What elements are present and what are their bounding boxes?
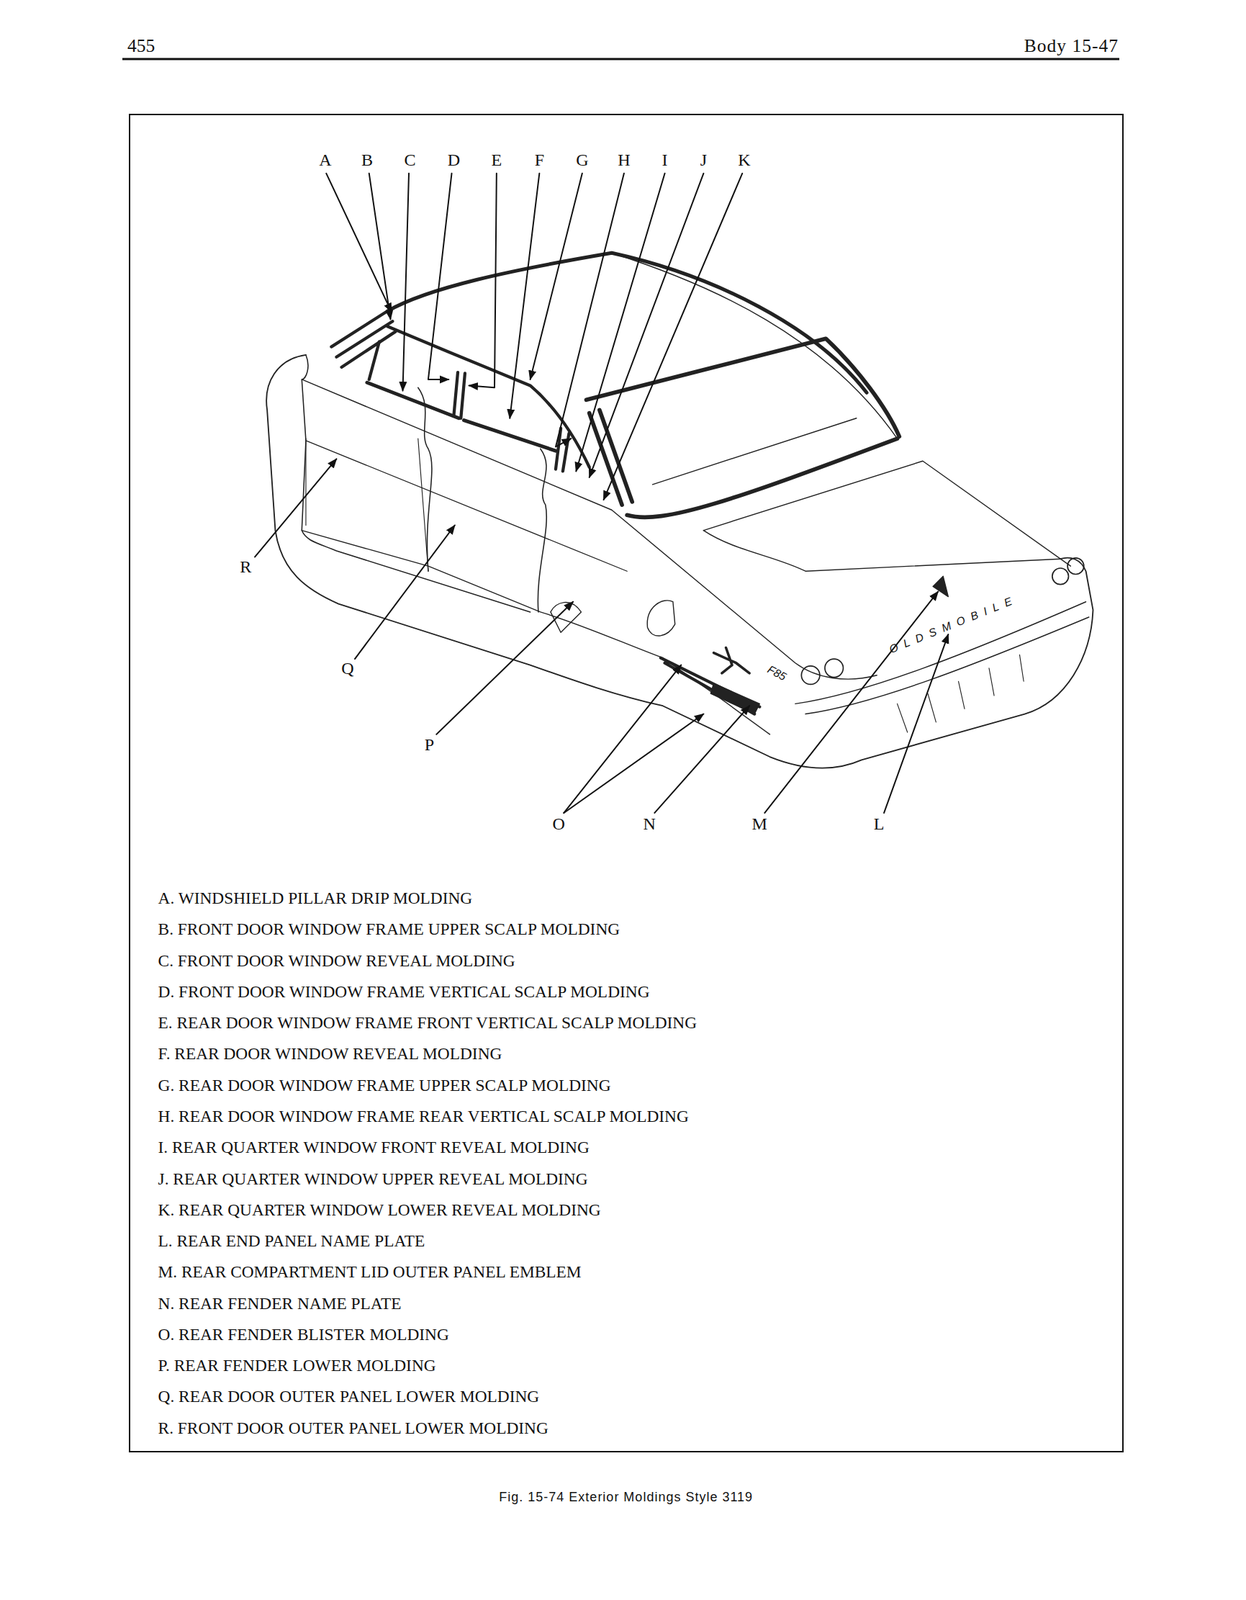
- header-rule: [122, 58, 1120, 61]
- callout-letter: B: [361, 150, 373, 170]
- callout-letter: J: [700, 150, 707, 170]
- callout-letter: L: [873, 814, 885, 833]
- callout-letter: G: [575, 150, 589, 170]
- page-number: 455: [127, 35, 155, 57]
- legend-entry: F. REAR DOOR WINDOW REVEAL MOLDING: [158, 1044, 503, 1064]
- legend-entry: C. FRONT DOOR WINDOW REVEAL MOLDING: [158, 951, 516, 971]
- callout-letter: E: [490, 150, 502, 170]
- callout-letter: K: [737, 150, 751, 170]
- callout-letter: M: [752, 814, 768, 833]
- legend-entry: B. FRONT DOOR WINDOW FRAME UPPER SCALP M…: [158, 919, 621, 939]
- legend-entry: M. REAR COMPARTMENT LID OUTER PANEL EMBL…: [158, 1262, 582, 1282]
- legend-entry: O. REAR FENDER BLISTER MOLDING: [158, 1325, 450, 1344]
- legend-entry: Q. REAR DOOR OUTER PANEL LOWER MOLDING: [158, 1387, 540, 1406]
- callout-letter: D: [447, 150, 460, 170]
- callout-letter: O: [552, 814, 566, 833]
- figure-caption: Fig. 15-74 Exterior Moldings Style 3119: [498, 1490, 753, 1505]
- legend-entry: A. WINDSHIELD PILLAR DRIP MOLDING: [158, 888, 473, 908]
- legend-entry: E. REAR DOOR WINDOW FRAME FRONT VERTICAL…: [158, 1013, 698, 1033]
- callout-letter: I: [662, 150, 668, 170]
- fender-script: F85: [765, 662, 789, 684]
- rear-nameplate: OLDSMOBILE: [887, 592, 1020, 656]
- legend-entry: R. FRONT DOOR OUTER PANEL LOWER MOLDING: [158, 1418, 549, 1438]
- legend-entry: J. REAR QUARTER WINDOW UPPER REVEAL MOLD…: [158, 1169, 589, 1189]
- legend-entry: I. REAR QUARTER WINDOW FRONT REVEAL MOLD…: [158, 1138, 590, 1157]
- legend-entry: K. REAR QUARTER WINDOW LOWER REVEAL MOLD…: [158, 1200, 602, 1220]
- figure-frame: [129, 114, 1123, 1452]
- callout-letter: F: [534, 150, 545, 170]
- callout-letter: H: [617, 150, 630, 170]
- legend-entry: G. REAR DOOR WINDOW FRAME UPPER SCALP MO…: [158, 1076, 612, 1095]
- callout-letter: Q: [341, 658, 354, 678]
- legend-entry: L. REAR END PANEL NAME PLATE: [158, 1231, 426, 1251]
- callout-letter: P: [424, 734, 435, 754]
- callout-letter: A: [318, 150, 332, 170]
- legend-entry: D. FRONT DOOR WINDOW FRAME VERTICAL SCAL…: [158, 982, 650, 1002]
- callout-letter: N: [643, 814, 656, 833]
- section-header: Body 15-47: [1024, 35, 1119, 57]
- legend-entry: P. REAR FENDER LOWER MOLDING: [158, 1356, 437, 1375]
- legend-entry: N. REAR FENDER NAME PLATE: [158, 1294, 402, 1313]
- callout-letter: C: [403, 150, 416, 170]
- callout-letter: R: [239, 557, 252, 576]
- legend-entry: H. REAR DOOR WINDOW FRAME REAR VERTICAL …: [158, 1107, 689, 1126]
